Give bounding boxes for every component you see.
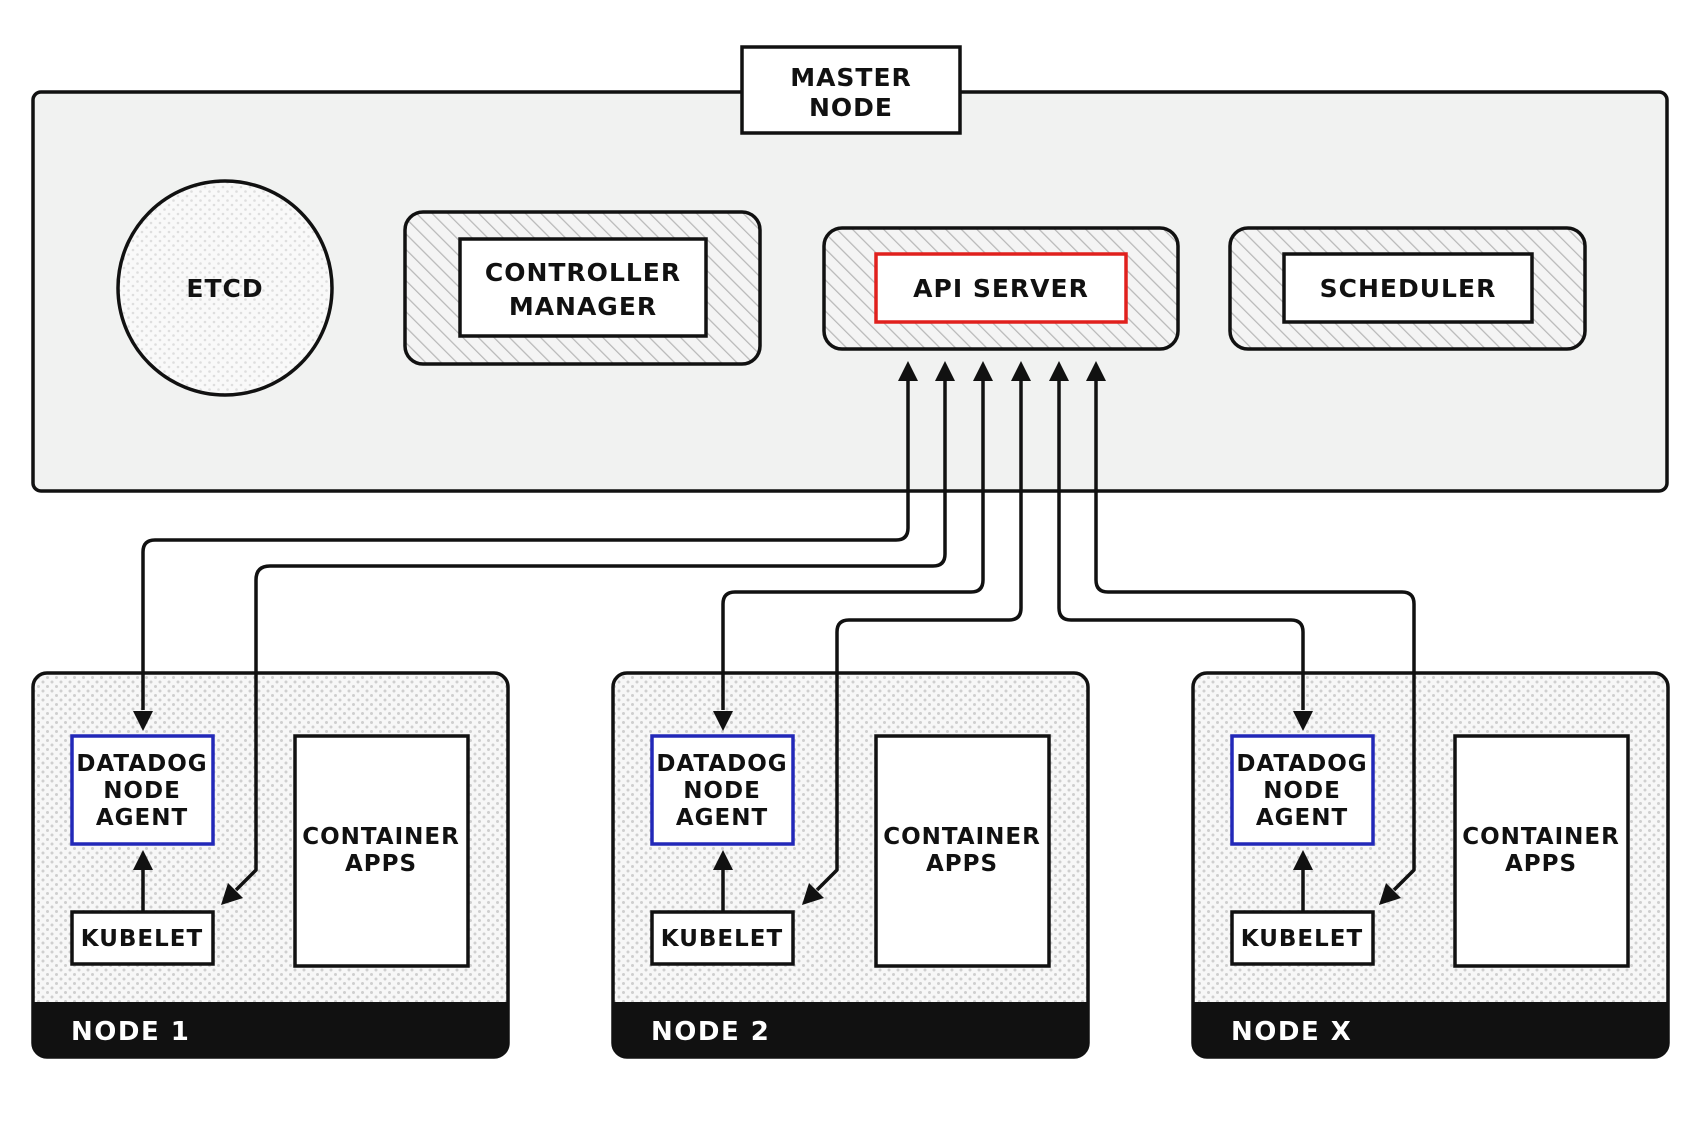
- node-1-kubelet: KUBELET: [81, 926, 203, 952]
- scheduler-label: SCHEDULER: [1320, 274, 1497, 303]
- master-node-title: MASTER NODE: [740, 45, 962, 135]
- node-2-agent-line1: DATADOG: [656, 751, 787, 777]
- arrowhead-node2-kubelet-agent: [713, 850, 733, 870]
- node-x-agent-line2: NODE: [1263, 778, 1341, 804]
- arrowhead-nodex-kubelet-down: [1379, 883, 1401, 905]
- node-x-apps-line1: CONTAINER: [1462, 824, 1620, 850]
- etcd: ETCD: [116, 179, 334, 397]
- node-2-apps-line2: APPS: [926, 851, 998, 877]
- controller-manager-line1: CONTROLLER: [485, 258, 681, 287]
- arrowhead-node2-agent-down: [713, 711, 733, 731]
- arrowhead-node1-kubelet-up: [935, 361, 955, 381]
- arrowhead-node1-kubelet-down: [221, 883, 243, 905]
- master-title-line2: NODE: [809, 93, 893, 122]
- node-1-apps-line2: APPS: [345, 851, 417, 877]
- arrowhead-node1-agent-up: [898, 361, 918, 381]
- master-node: MASTER NODE ETCD CONTROLLER MANAGER API …: [31, 45, 1669, 493]
- node-2-agent-line2: NODE: [683, 778, 761, 804]
- arrowhead-nodex-agent-down: [1293, 711, 1313, 731]
- connector-nodex-agent: [1057, 380, 1305, 710]
- node-2-kubelet: KUBELET: [661, 926, 783, 952]
- arrowhead-nodex-kubelet-agent: [1293, 850, 1313, 870]
- api-server: API SERVER: [822, 226, 1180, 351]
- scheduler: SCHEDULER: [1228, 226, 1587, 351]
- worker-node-2: NODE 2 DATADOG NODE AGENT KUBELET CONTAI…: [611, 671, 1090, 1059]
- controller-manager-line2: MANAGER: [509, 292, 657, 321]
- node-1-agent-line3: AGENT: [96, 805, 188, 831]
- node-2-apps-line1: CONTAINER: [883, 824, 1041, 850]
- node-x-agent-line1: DATADOG: [1236, 751, 1367, 777]
- node-2-agent-line3: AGENT: [676, 805, 768, 831]
- arrowhead-node1-agent-down: [133, 711, 153, 731]
- connector-node2-kubelet: [815, 380, 1023, 892]
- connector-nodex-kubelet: [1094, 380, 1416, 892]
- node-1-agent-line2: NODE: [103, 778, 181, 804]
- api-server-label: API SERVER: [913, 274, 1089, 303]
- master-title-line1: MASTER: [790, 63, 912, 92]
- connectors: [133, 361, 1416, 912]
- worker-node-x: NODE X DATADOG NODE AGENT KUBELET CONTAI…: [1191, 671, 1670, 1059]
- arrowhead-node2-kubelet-up: [1011, 361, 1031, 381]
- worker-node-1: NODE 1 DATADOG NODE AGENT KUBELET CONTAI…: [31, 671, 510, 1059]
- connector-node2-agent: [721, 380, 985, 710]
- etcd-label: ETCD: [186, 274, 263, 303]
- node-1-agent-line1: DATADOG: [76, 751, 207, 777]
- connector-node1-agent: [141, 380, 910, 710]
- connector-node1-kubelet: [234, 380, 947, 892]
- arrowhead-nodex-agent-up: [1049, 361, 1069, 381]
- arrowhead-node2-kubelet-down: [802, 883, 824, 905]
- controller-manager: CONTROLLER MANAGER: [403, 210, 762, 366]
- node-1-apps-line1: CONTAINER: [302, 824, 460, 850]
- arrowhead-nodex-kubelet-up: [1086, 361, 1106, 381]
- node-x-label: NODE X: [1231, 1017, 1352, 1047]
- arrowhead-node2-agent-up: [973, 361, 993, 381]
- node-2-label: NODE 2: [651, 1017, 770, 1047]
- node-1-label: NODE 1: [71, 1017, 190, 1047]
- node-x-agent-line3: AGENT: [1256, 805, 1348, 831]
- node-x-kubelet: KUBELET: [1241, 926, 1363, 952]
- node-x-apps-line2: APPS: [1505, 851, 1577, 877]
- arrowhead-node1-kubelet-agent: [133, 850, 153, 870]
